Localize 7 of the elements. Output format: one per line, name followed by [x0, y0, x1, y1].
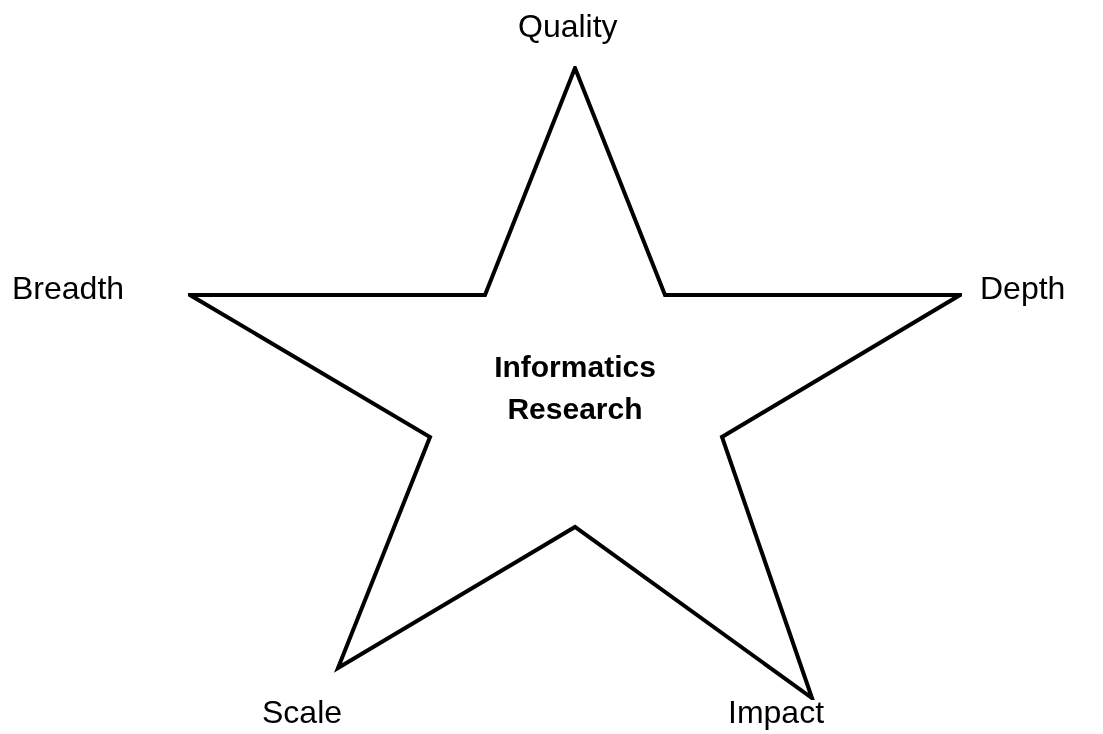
point-label: Breadth: [12, 270, 125, 306]
point-label: Quality: [518, 8, 618, 44]
star-label: Informatics Research: [493, 349, 657, 427]
point-label: Depth: [980, 270, 1066, 306]
point-label: Scale: [262, 694, 343, 730]
star-shape: [188, 66, 962, 700]
point-label: Impact: [728, 694, 825, 730]
